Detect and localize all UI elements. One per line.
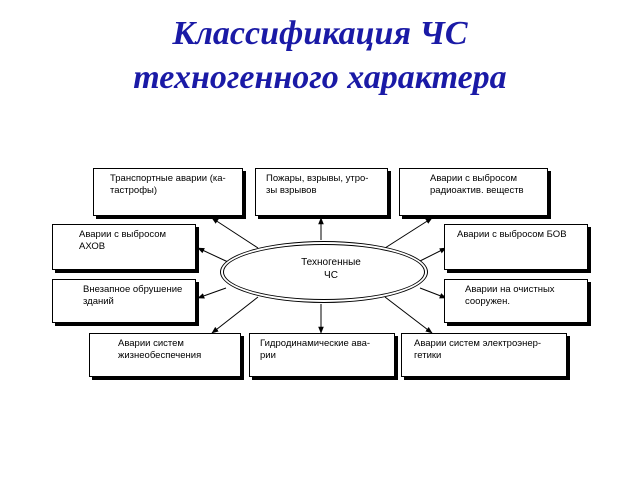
box-building-collapse: Внезапное обрушение зданий [52,279,196,323]
box-life-support-systems: Аварии систем жизнеобеспечения [89,333,241,377]
arrow-to-treatment [419,287,447,299]
box-life-support-label: Аварии систем жизнеобеспечения [118,338,202,361]
box-collapse-label: Внезапное обрушение зданий [83,284,183,307]
box-fires-explosions: Пожары, взрывы, утро- зы взрывов [255,168,388,216]
box-power-label: Аварии систем электроэнер- гетики [414,338,542,361]
box-ahov-label: Аварии с выбросом АХОВ [79,229,167,252]
box-treatment-label: Аварии на очистных сооружен. [465,284,555,307]
arrow-to-transport [211,217,259,249]
box-hydro-label: Гидродинамические ава- рии [260,338,371,361]
box-fires-label: Пожары, взрывы, утро- зы взрывов [266,173,369,196]
box-bov-label: Аварии с выбросом БОВ [457,229,567,240]
box-bov-release: Аварии с выбросом БОВ [444,224,588,270]
arrow-to-ahov [197,247,229,263]
box-ahov-release: Аварии с выбросом АХОВ [52,224,196,270]
center-ellipse: Техногенные ЧС [220,241,428,303]
box-power-systems: Аварии систем электроэнер- гетики [401,333,567,377]
arrow-to-power [384,296,433,334]
title-line-1: Классификация ЧС [172,15,468,52]
slide-title: Классификация ЧС техногенного характера [0,12,640,100]
arrow-to-radioactive [384,217,433,249]
arrow-to-bov [417,247,447,263]
box-hydrodynamic-accidents: Гидродинамические ава- рии [249,333,395,377]
box-treatment-facilities: Аварии на очистных сооружен. [444,279,588,323]
box-transport-accidents: Транспортные аварии (ка- тастрофы) [93,168,243,216]
title-line-2: техногенного характера [133,59,507,96]
arrow-to-life-support [211,296,259,334]
arrow-to-collapse [197,287,227,299]
center-label: Техногенные ЧС [301,257,361,281]
box-transport-label: Транспортные аварии (ка- тастрофы) [110,173,226,196]
box-radioactive-release: Аварии с выбросом радиоактив. веществ [399,168,548,216]
box-radioactive-label: Аварии с выбросом радиоактив. веществ [430,173,524,196]
